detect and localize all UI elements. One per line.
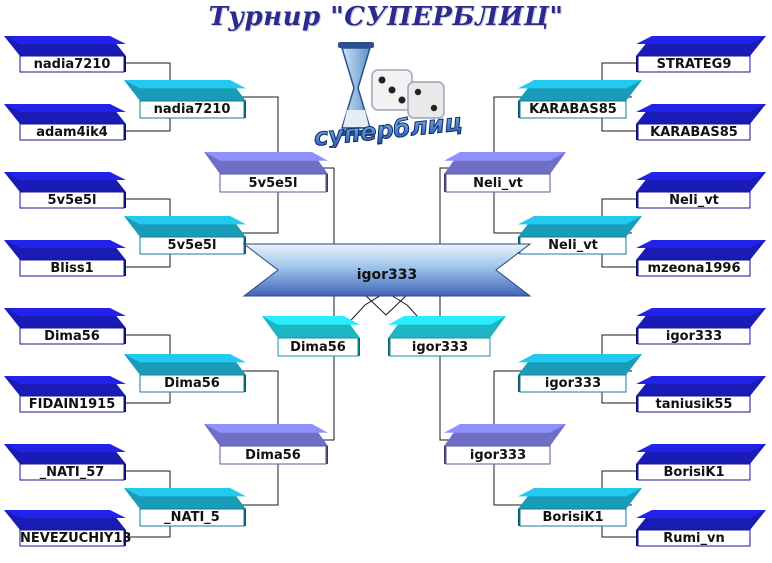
player-name: adam4ik4 xyxy=(36,125,108,140)
player-plate-r3-left: 5v5e5l xyxy=(204,152,328,193)
player-name: Dima56 xyxy=(245,448,301,463)
player-plate-semifinal-left: Dima56 xyxy=(262,316,360,357)
player-name: Neli_vt xyxy=(473,176,523,191)
player-plate-r1-left: adam4ik4 xyxy=(4,104,126,141)
player-name: igor333 xyxy=(665,329,723,344)
player-plate-r1-right: Neli_vt xyxy=(636,172,766,209)
connector xyxy=(322,292,335,441)
connector xyxy=(439,292,450,441)
player-name: Rumi_vn xyxy=(663,531,725,546)
hourglass-icon xyxy=(338,42,374,136)
player-plate-r2-right: BorisiK1 xyxy=(518,488,642,527)
player-name: igor333 xyxy=(411,340,469,355)
superblitz-logo: суперблиц xyxy=(312,42,464,148)
player-name: STRATEG9 xyxy=(656,57,732,72)
player-name: Bliss1 xyxy=(50,261,94,276)
tournament-title: Турнир "СУПЕРБЛИЦ" xyxy=(208,2,564,32)
player-plate-r2-left: 5v5e5l xyxy=(124,216,246,255)
player-plate-r1-left: 5v5e5l xyxy=(4,172,126,209)
player-name: _NATI_57 xyxy=(39,465,105,480)
player-plate-r1-left: nadia7210 xyxy=(4,36,126,73)
player-name: KARABAS85 xyxy=(650,125,738,140)
player-name: KARABAS85 xyxy=(529,102,617,117)
player-plate-r1-right: Rumi_vn xyxy=(636,510,766,547)
player-plate-r1-left: FIDAIN1915 xyxy=(4,376,126,413)
player-plate-r3-right: Neli_vt xyxy=(444,152,566,193)
player-plate-r1-left: _NATI_57 xyxy=(4,444,126,481)
player-plate-r1-left: Dima56 xyxy=(4,308,126,345)
player-name: FIDAIN1915 xyxy=(28,397,116,412)
player-plate-r2-right: Neli_vt xyxy=(518,216,642,255)
player-name: taniusik55 xyxy=(655,397,733,412)
player-name: BorisiK1 xyxy=(663,465,725,480)
connector xyxy=(361,291,411,316)
player-plate-r1-left: Bliss1 xyxy=(4,240,126,277)
player-name: igor333 xyxy=(544,376,602,391)
player-plate-r2-left: Dima56 xyxy=(124,354,246,393)
player-name: _NATI_5 xyxy=(164,510,220,525)
player-name: 5v5e5l xyxy=(167,238,217,253)
player-name: Neli_vt xyxy=(669,193,719,208)
player-plate-r1-right: taniusik55 xyxy=(636,376,766,413)
player-plate-r1-right: igor333 xyxy=(636,308,766,345)
champion-name: igor333 xyxy=(356,267,418,283)
player-plate-r2-left: nadia7210 xyxy=(124,80,246,119)
player-name: nadia7210 xyxy=(153,102,231,117)
player-name: 5v5e5l xyxy=(248,176,298,191)
player-plate-r2-left: _NATI_5 xyxy=(124,488,246,527)
player-plate-r1-right: mzeona1996 xyxy=(636,240,766,277)
connector xyxy=(439,167,450,255)
player-name: NEVEZUCHIY13 xyxy=(20,531,132,546)
player-plate-r2-right: igor333 xyxy=(518,354,642,393)
player-name: Dima56 xyxy=(44,329,100,344)
player-name: Dima56 xyxy=(164,376,220,391)
player-name: mzeona1996 xyxy=(647,261,741,276)
player-plate-r2-right: KARABAS85 xyxy=(518,80,642,119)
player-name: 5v5e5l xyxy=(47,193,97,208)
player-name: Neli_vt xyxy=(548,238,598,253)
dice-icon xyxy=(371,69,445,119)
player-name: igor333 xyxy=(469,448,527,463)
player-plate-r1-left: NEVEZUCHIY13 xyxy=(4,510,132,547)
player-plate-r1-right: KARABAS85 xyxy=(636,104,766,141)
player-plate-r3-left: Dima56 xyxy=(204,424,328,465)
player-name: nadia7210 xyxy=(33,57,111,72)
logo-text: суперблиц xyxy=(313,108,464,148)
player-name: BorisiK1 xyxy=(542,510,604,525)
player-plate-r1-right: BorisiK1 xyxy=(636,444,766,481)
player-name: Dima56 xyxy=(290,340,346,355)
player-plate-semifinal-right: igor333 xyxy=(388,316,506,357)
player-plate-r1-right: STRATEG9 xyxy=(636,36,766,73)
connector xyxy=(322,167,335,255)
final-winner-banner: igor333 xyxy=(242,242,532,298)
player-plate-r3-right: igor333 xyxy=(444,424,566,465)
